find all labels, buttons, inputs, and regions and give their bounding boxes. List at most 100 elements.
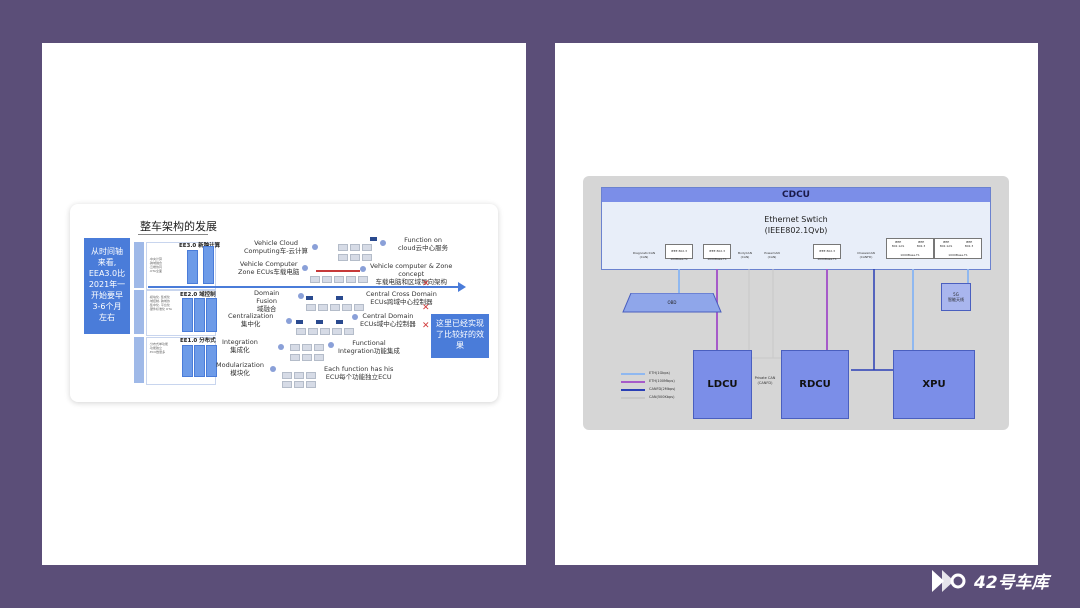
ecu-domain-controller <box>296 320 303 324</box>
ecu-block <box>290 344 300 351</box>
architecture-evolution-slide: 整车架构的发展 从时间轴 来看, EEA3.0比 2021年一 开始要早 3-6… <box>70 204 498 402</box>
stage-bar <box>206 298 217 332</box>
bullet-dot <box>380 240 386 246</box>
stage-notes-ee1: ·分布式单功能 ·功能独立 ·ECU数量多 <box>149 342 168 354</box>
port-standard: IEEE 802.3 <box>670 249 688 253</box>
ecu-block <box>332 328 342 335</box>
port-speed: 1000Base-T1 <box>817 257 837 261</box>
legend-swatch-eth-1g <box>621 373 645 375</box>
port-body-can: BodyCAN (CAN) <box>738 251 752 259</box>
ecu-block <box>314 344 324 351</box>
stage-bar <box>182 298 193 332</box>
port-diagnostic-can: DiagnosticCAN (CAN) <box>632 251 656 259</box>
ecu-block <box>350 244 360 251</box>
label-vehicle-zone: Vehicle computer & Zone concept 车载电脑和区域导… <box>370 262 453 286</box>
red-cross-icon: ✕ <box>422 303 430 313</box>
stage-bar <box>182 345 193 377</box>
port-group-antenna: IEEE 802.1AS IEEE 802.3 1000Base-T1 <box>934 238 982 259</box>
port-chassis-can: ChassisCAN (CANFD) <box>857 251 875 259</box>
cdcu-title: CDCU <box>602 188 990 202</box>
port-speed: 100Base-Tx <box>670 257 688 261</box>
ecu-block <box>282 372 292 379</box>
bullet-dot <box>328 342 334 348</box>
ecu-block <box>294 381 304 388</box>
ecu-domain-controller <box>336 296 343 300</box>
cdcu-box: CDCU Ethernet Swtich (IEEE802.1Qvb) Diag… <box>601 187 991 270</box>
ecu-block <box>358 276 368 283</box>
port-standard: IEEE 802.3 <box>818 249 836 253</box>
ethernet-switch-title: Ethernet Swtich (IEEE802.1Qvb) <box>764 215 828 235</box>
ecu-block <box>306 381 316 388</box>
ecu-block <box>354 304 364 311</box>
antenna-5g: 5G 智能天线 <box>941 283 971 311</box>
ecu-block <box>318 304 328 311</box>
red-cross-icon: ✕ <box>422 321 430 331</box>
port-speed: 1000Base-T1 <box>948 253 968 257</box>
port-1000base-t1-ldcu: IEEE 802.3 1000Base-T1 <box>703 244 731 261</box>
slide-title: 整车架构的发展 <box>140 220 217 233</box>
stage-column-ee1 <box>134 337 144 383</box>
label-centralization: Centralization 集中化 <box>228 312 274 328</box>
port-power-can: PowerCAN (CAN) <box>764 251 780 259</box>
port-speed: 1000Base-T1 <box>707 257 727 261</box>
label-each-function: Each function has his ECU每个功能独立ECU <box>324 365 394 381</box>
watermark-text: 42号车库 <box>974 573 1049 593</box>
watermark-logo-icon <box>932 570 966 592</box>
bullet-dot <box>302 265 308 271</box>
legend-swatch-eth-100m <box>621 381 645 383</box>
obd-port <box>622 293 722 313</box>
legend-label-eth-1g: ETH(1Gbps) <box>649 371 670 375</box>
label-domain-fusion: Domain Fusion 域融合 <box>254 289 280 313</box>
label-cross-domain: Central Cross Domain ECUs跨域中心控制器 <box>366 290 437 306</box>
legend-swatch-can <box>621 397 645 399</box>
port-standard: IEEE 802.1AS <box>939 240 953 248</box>
bullet-dot <box>352 314 358 320</box>
bullet-dot <box>270 366 276 372</box>
ecu-block <box>306 372 316 379</box>
red-connector <box>316 270 360 272</box>
ecu-block <box>310 276 320 283</box>
ecu-domain-controller <box>370 237 377 241</box>
bullet-dot <box>298 293 304 299</box>
ecu-block <box>308 328 318 335</box>
stage-bar <box>187 250 198 284</box>
stage-column-ee2 <box>134 290 144 334</box>
stage-bar <box>194 298 205 332</box>
label-cloud-computing: Vehicle Cloud Computing车-云计算 <box>244 239 309 255</box>
legend-swatch-canfd <box>621 389 645 391</box>
port-speed: 1000Base-T1 <box>900 253 920 257</box>
bullet-dot <box>312 244 318 250</box>
legend-label-can: CAN(500Kbps) <box>649 395 675 399</box>
stage-label-ee1: EE1.0 分布式 <box>180 338 216 344</box>
ecu-block <box>338 254 348 261</box>
ecu-domain-controller <box>336 320 343 324</box>
timeline-arrow <box>148 286 460 288</box>
ecu-block <box>282 381 292 388</box>
ecu-block <box>290 354 300 361</box>
bullet-dot <box>278 344 284 350</box>
stage-notes-ee2: ·模块化, 集成化 ·域控制, 跨域协 ·集中化, 平台化 ·硬件标准化 OTA <box>149 295 172 311</box>
red-cross-icon: ✕ <box>422 279 430 289</box>
port-standard: IEEE 802.3 <box>964 240 974 248</box>
port-standard: IEEE 802.3 <box>708 249 726 253</box>
port-group-xpu: IEEE 802.1AS IEEE 802.3 1000Base-T1 <box>886 238 934 259</box>
ecu-block <box>338 244 348 251</box>
label-functional-integration: Functional Integration功能集成 <box>338 339 400 355</box>
timeline-arrow-head <box>458 282 466 292</box>
network-topology-diagram: CDCU Ethernet Swtich (IEEE802.1Qvb) Diag… <box>583 176 1009 430</box>
right-slide-panel: CDCU Ethernet Swtich (IEEE802.1Qvb) Diag… <box>555 43 1038 565</box>
xpu-unit: XPU <box>893 350 975 419</box>
ecu-block <box>322 276 332 283</box>
stage-label-ee2: EE2.0 域控制 <box>180 292 216 298</box>
ecu-block <box>320 328 330 335</box>
private-can-label: Private CAN (CANFD) <box>754 376 776 385</box>
ecu-block <box>306 304 316 311</box>
port-1000base-t1-rdcu: IEEE 802.3 1000Base-T1 <box>813 244 841 261</box>
ecu-domain-controller <box>316 320 323 324</box>
stage-bar <box>206 345 217 377</box>
bullet-dot <box>286 318 292 324</box>
ldcu-unit: LDCU <box>693 350 752 419</box>
obd-label: OBD <box>667 300 677 305</box>
ecu-block <box>334 276 344 283</box>
port-100base-tx: IEEE 802.3 100Base-Tx <box>665 244 693 261</box>
